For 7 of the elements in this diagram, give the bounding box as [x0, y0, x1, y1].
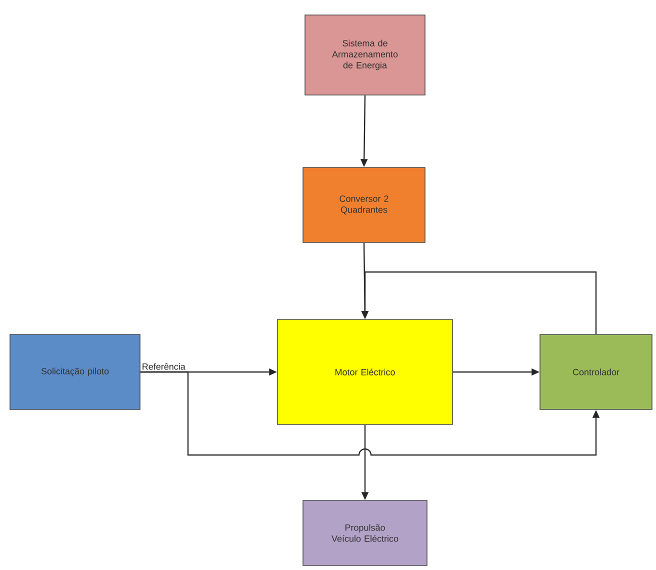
process-box: Conversor 2 Quadrantes — [302, 167, 426, 243]
process-box: Solicitação piloto — [10, 334, 140, 410]
process-box: Motor Eléctrico — [277, 319, 453, 425]
process-box: Sistema de Armazenamento de Energia — [304, 14, 426, 96]
process-box: Propulsão Veículo Eléctrico — [302, 500, 428, 566]
process-box: Controlador — [540, 334, 652, 410]
edge-label: Referência — [140, 362, 186, 371]
